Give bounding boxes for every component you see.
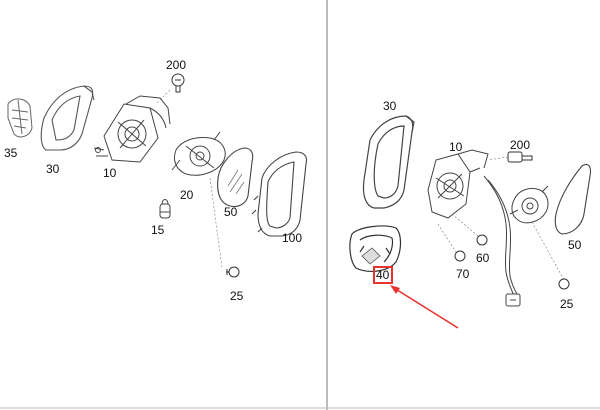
part-40-cover: [349, 225, 402, 272]
part-35-trim: [7, 98, 33, 138]
screw-200-right: [487, 151, 533, 163]
part-20-motor: [171, 131, 226, 176]
label-70: 70: [456, 267, 470, 281]
label-20-left: 20: [180, 188, 194, 202]
part-20-motor-right: [509, 185, 549, 224]
label-200-left: 200: [166, 58, 187, 72]
part-100-frame: [251, 151, 308, 237]
label-10-right: 10: [449, 140, 463, 154]
label-25-left: 25: [230, 289, 244, 303]
part-10-actuator-right: [427, 149, 489, 219]
highlight-box-40: [373, 266, 393, 284]
part-50-glass-left: [217, 147, 254, 208]
screw-200-left: [155, 73, 185, 105]
label-30-right: 30: [383, 99, 397, 113]
label-200-right: 200: [510, 138, 531, 152]
screw-60: [451, 213, 488, 246]
screw-25-right: [531, 221, 570, 290]
label-25-right: 25: [560, 297, 574, 311]
label-50-right: 50: [568, 238, 582, 252]
part-15-bulb: [159, 199, 171, 219]
wiring-harness: [483, 175, 521, 307]
highlight-arrow: [390, 285, 459, 329]
part-50-glass-right: [554, 163, 592, 235]
label-100: 100: [282, 231, 303, 245]
screw-70: [437, 223, 466, 262]
part-10-actuator: [93, 95, 171, 163]
label-30-left: 30: [46, 162, 60, 176]
label-50-left: 50: [224, 205, 238, 219]
part-30-housing: [40, 85, 95, 151]
label-10-left: 10: [103, 166, 117, 180]
label-15: 15: [151, 223, 165, 237]
label-60: 60: [476, 251, 490, 265]
part-30-housing-right: [362, 115, 415, 209]
label-40: 40: [376, 268, 390, 282]
label-35: 35: [4, 146, 18, 160]
screw-25-left: [209, 177, 240, 278]
